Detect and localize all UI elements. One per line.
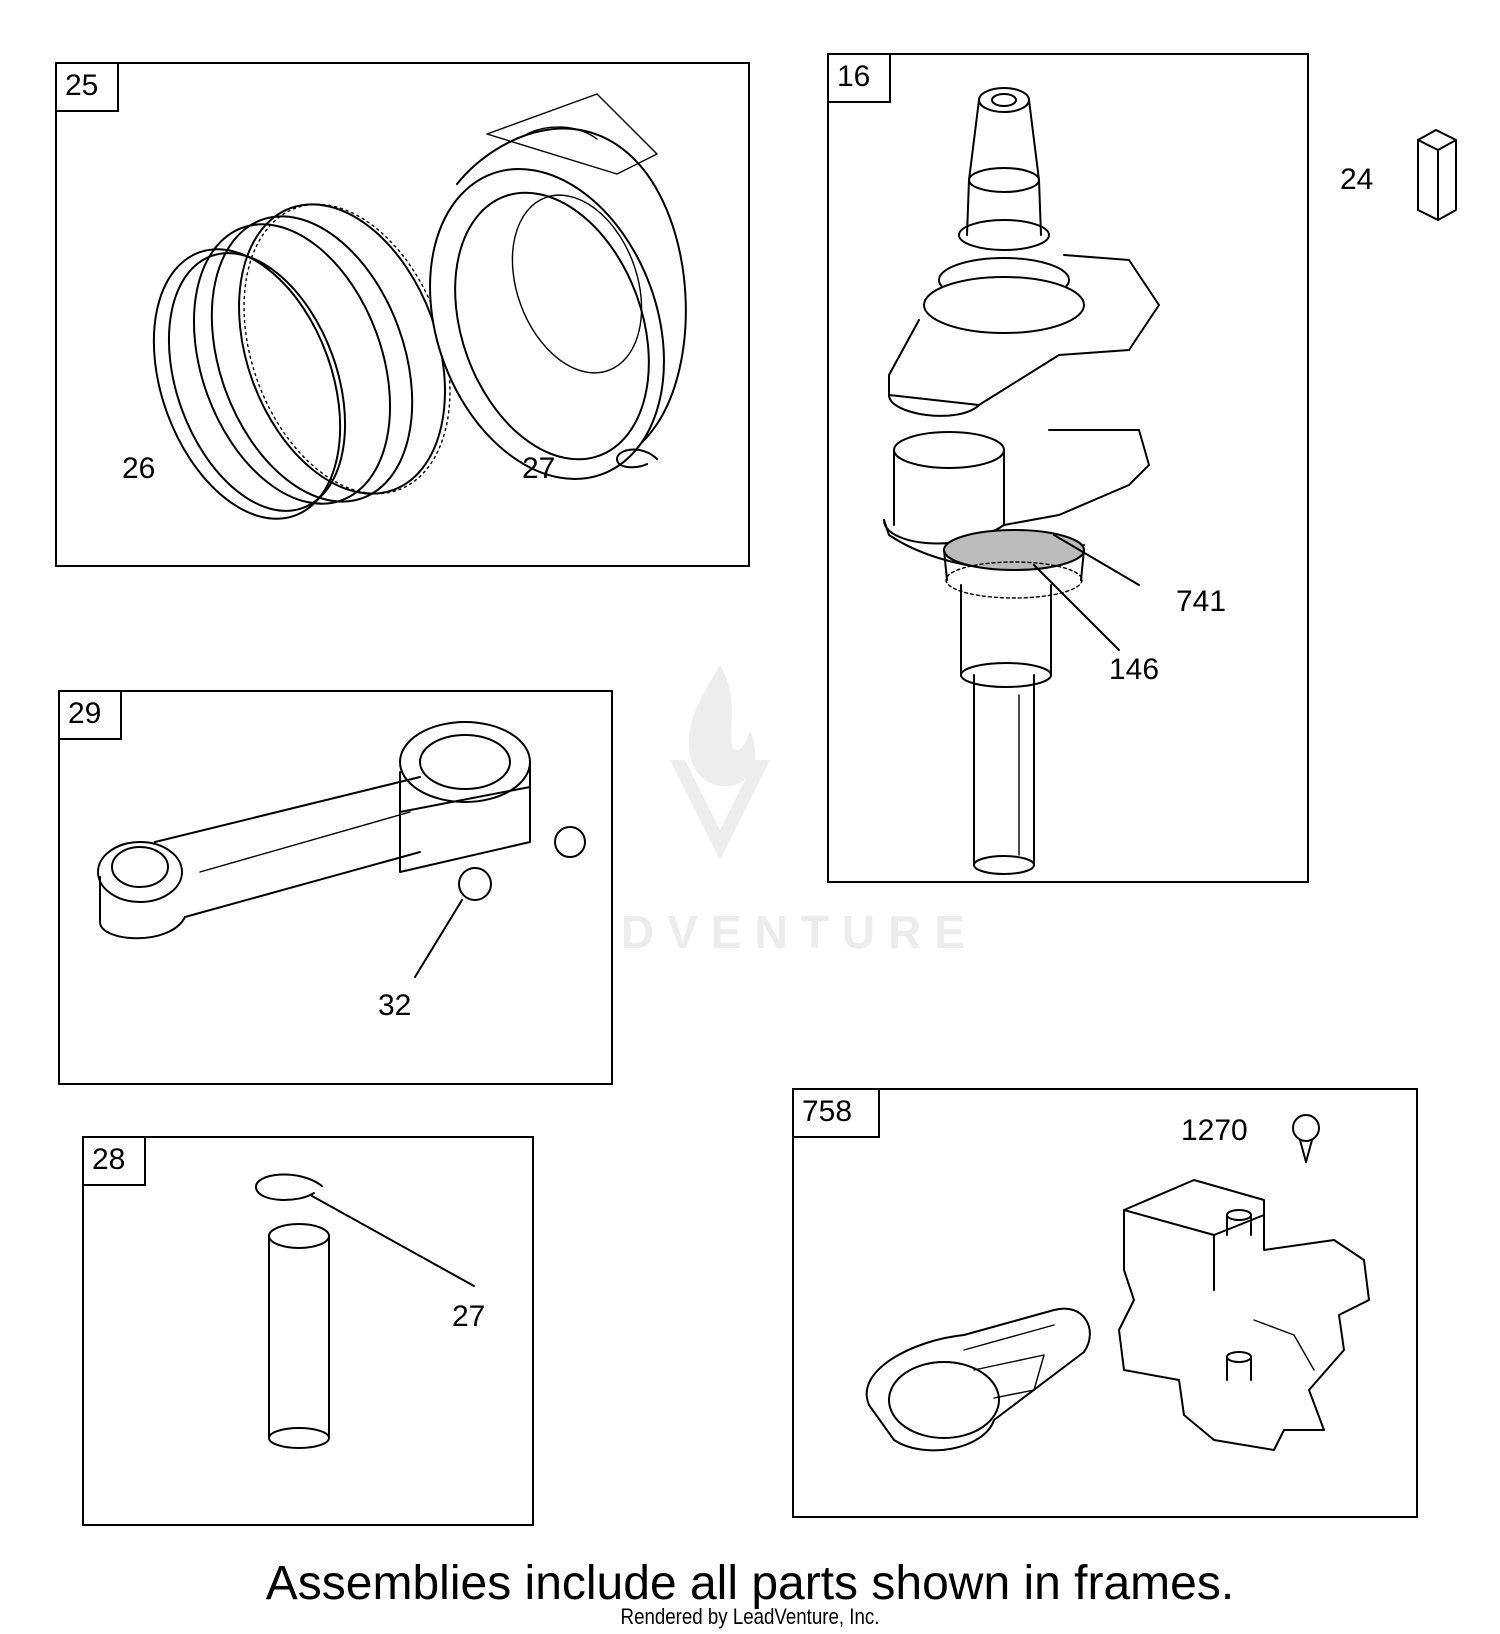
callout-pin-clip: 27 [452,1300,486,1333]
frame-piston-assembly: 25 26 27 [55,62,750,567]
footer-note: Assemblies include all parts shown in fr… [265,1557,1235,1610]
frame-id-label: 25 [57,64,119,112]
piston-pin-drawing [255,1173,475,1449]
callout-rod-bolt: 32 [378,989,412,1022]
callout-key: 24 [1340,163,1374,196]
frame-crankshaft: 16 741 146 [827,53,1309,883]
rendered-by-text: Rendered by LeadVenture, Inc. [620,1604,880,1629]
callout-piston-rings: 26 [122,452,156,485]
frame-connecting-rod: 29 32 [58,690,613,1085]
frame-id-label: 16 [829,55,891,103]
counterweight-drawing [865,1114,1370,1452]
callout-piston-clip: 27 [522,452,556,485]
callout-screw: 1270 [1181,1114,1248,1147]
frame-id-label: 28 [84,1138,146,1186]
frame-id-label: 758 [794,1090,880,1138]
callout-crank-key: 146 [1109,653,1160,686]
frame-counterweight: 758 1270 [792,1088,1418,1518]
frame-piston-pin: 28 27 [82,1136,534,1526]
clip-icon [616,448,658,469]
piston-drawing [152,93,687,520]
frame-id-label: 29 [60,692,122,740]
connecting-rod-drawing [97,721,586,978]
watermark-logo [670,665,770,860]
callout-crank-gear: 741 [1176,585,1227,618]
crankshaft-drawing [883,87,1160,875]
